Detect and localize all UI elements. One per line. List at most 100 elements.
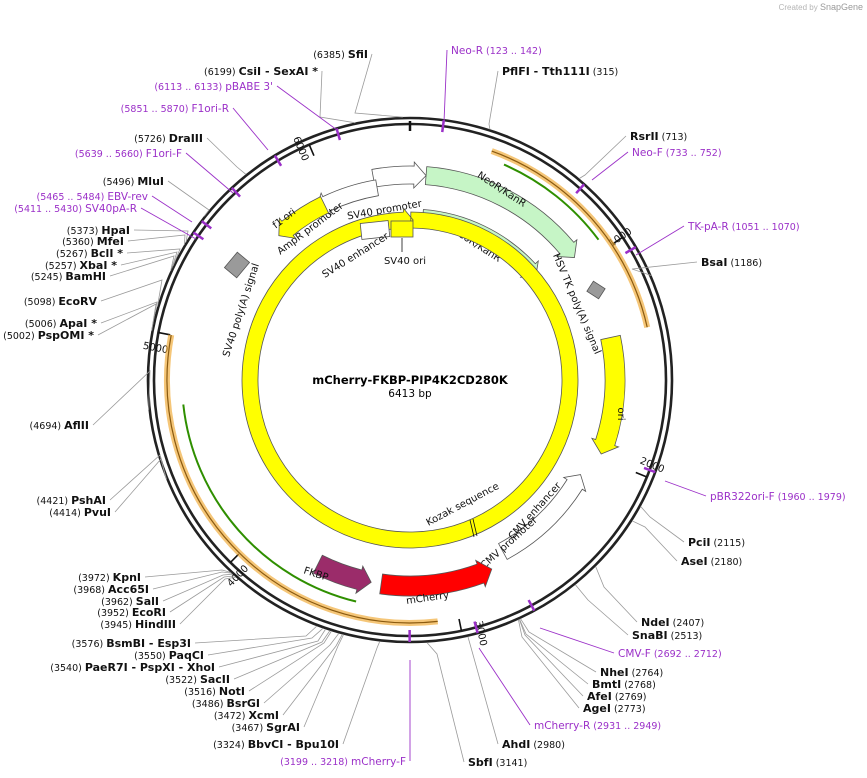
site-label: AseI (2180) — [681, 555, 742, 568]
site-leader — [354, 53, 403, 118]
feature-arrow — [278, 196, 330, 239]
site-leader — [218, 628, 326, 668]
site-leader — [640, 506, 685, 543]
primer-leader — [478, 647, 531, 726]
site-leader — [342, 641, 381, 745]
site-leader — [303, 634, 344, 728]
primer-label: Neo-F (733 .. 752) — [632, 147, 722, 159]
site-leader — [233, 630, 331, 680]
site-label: (5267) BclI * — [56, 247, 123, 260]
hsv-tk-polya-box — [586, 280, 606, 300]
site-leader — [179, 576, 236, 625]
site-leader — [194, 625, 318, 644]
site-label: (3962) SalI — [101, 595, 159, 608]
site-leader — [169, 575, 235, 613]
primer-strand — [503, 163, 600, 241]
primer-mark — [200, 220, 213, 230]
primer-label: (5465 .. 5484) EBV-rev — [36, 191, 148, 203]
site-label: PflFI - Tth111I (315) — [502, 65, 618, 78]
sv40-enhancer-box — [359, 220, 391, 240]
primer-mark — [273, 154, 283, 167]
site-leader — [97, 303, 157, 336]
tick-6000 — [308, 144, 315, 157]
site-label: BsaI (1186) — [701, 256, 762, 269]
site-leader — [518, 619, 584, 697]
primer-mark — [575, 183, 586, 195]
kozak-mark — [472, 518, 478, 537]
primer-label: Neo-R (123 .. 142) — [451, 45, 542, 57]
site-label: (5726) DraIII — [134, 132, 203, 145]
site-leader-lines — [92, 49, 707, 763]
feature-arrow — [379, 559, 493, 597]
primer-mark — [441, 120, 446, 133]
feature-arrow — [371, 160, 427, 190]
site-leader — [488, 70, 499, 130]
primer-mark — [643, 466, 656, 474]
site-label: (4694) AflII — [30, 419, 89, 432]
site-leader — [100, 301, 158, 330]
primer-label: (5851 .. 5870) F1ori-R — [121, 103, 229, 115]
site-leader — [126, 248, 181, 267]
site-leader — [518, 619, 580, 709]
site-label: (5002) PspOMI * — [3, 329, 94, 342]
site-leader — [167, 180, 210, 217]
primer-strand — [182, 404, 357, 603]
site-leader — [152, 571, 232, 590]
site-label: (3952) EcoRI — [97, 606, 166, 619]
site-leader — [578, 135, 627, 179]
site-label: RsrII (713) — [630, 130, 687, 143]
site-leader — [426, 642, 465, 763]
plasmid-name: mCherry-FKBP-PIP4K2CD280K — [312, 373, 509, 387]
primer-mark — [335, 128, 342, 141]
site-label: SbfI (3141) — [468, 756, 527, 769]
site-leader — [100, 279, 163, 307]
primer-leader — [664, 480, 707, 497]
site-leader — [127, 234, 186, 246]
site-label: AfeI (2769) — [587, 690, 646, 703]
feature-label: ori — [615, 407, 626, 420]
primer-label: (3199 .. 3218) mCherry-F — [280, 756, 406, 768]
orf-band-line — [491, 150, 648, 328]
site-leader — [206, 137, 247, 175]
site-label: AhdI (2980) — [502, 738, 565, 751]
site-label: (3540) PaeR7I - PspXI - XhoI — [50, 661, 215, 674]
feature-arrow — [312, 554, 372, 595]
feature-arrow — [590, 334, 626, 455]
site-leader — [574, 584, 629, 636]
site-label: NheI (2764) — [600, 666, 663, 679]
site-label: (4421) PshAI — [37, 494, 106, 507]
primer-label: (5639 .. 5660) F1ori-F — [75, 148, 182, 160]
site-label: AgeI (2773) — [583, 702, 646, 715]
site-label: (6199) CsiI - SexAI * — [204, 65, 318, 78]
feature-arrow — [498, 474, 587, 560]
primer-leader — [635, 225, 685, 256]
site-label: PciI (2115) — [688, 536, 745, 549]
site-label: (5373) HpaI — [67, 224, 130, 237]
site-label: (5257) XbaI * — [45, 259, 117, 272]
site-label: (3516) NotI — [184, 685, 245, 698]
site-label: (5245) BamHI — [31, 270, 106, 283]
site-label: (5496) MluI — [103, 175, 164, 188]
primer-label: (6113 .. 6133) pBABE 3' — [154, 81, 273, 93]
site-leader — [282, 634, 343, 716]
site-label: NdeI (2407) — [641, 616, 704, 629]
site-label: (5098) EcoRV — [24, 295, 98, 308]
primer-leader — [140, 207, 197, 240]
tick-label: 5000 — [142, 341, 169, 357]
site-leader — [92, 370, 151, 426]
primer-leader — [539, 627, 615, 654]
site-label: SnaBI (2513) — [632, 629, 702, 642]
site-label: (6385) SfiI — [313, 48, 368, 61]
site-label: (5006) ApaI * — [25, 317, 97, 330]
site-leader — [162, 573, 233, 602]
plasmid-length: 6413 bp — [388, 388, 432, 400]
primer-leader — [591, 151, 629, 181]
primer-leader — [185, 152, 234, 194]
site-leader — [263, 632, 340, 704]
site-label: (5360) MfeI — [62, 235, 124, 248]
site-label: (4414) PvuI — [49, 506, 111, 519]
snapgene-credit: Created by SnapGene — [778, 2, 863, 12]
primer-leader — [276, 85, 338, 131]
tick-2000 — [635, 471, 648, 478]
